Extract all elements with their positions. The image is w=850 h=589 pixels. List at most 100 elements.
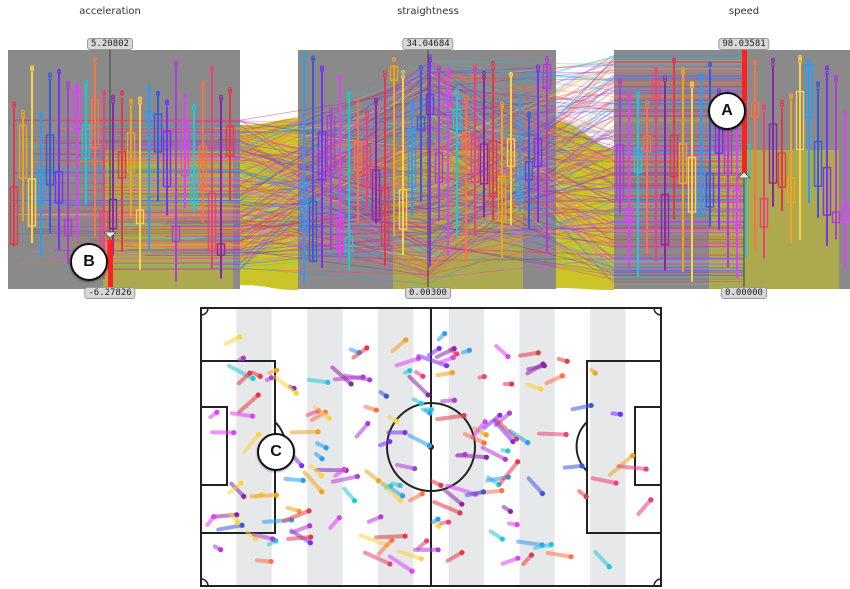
boxplot-box — [344, 236, 354, 253]
player-position-dot — [462, 451, 468, 458]
player-trajectory — [354, 421, 370, 439]
player-trajectory — [226, 363, 256, 381]
outlier-dot — [672, 60, 676, 65]
player-trajectory — [411, 397, 424, 406]
player-position-dot — [319, 489, 325, 495]
boxplot-box — [153, 113, 163, 153]
player-position-dot — [293, 390, 300, 396]
player-position-dot — [443, 363, 450, 369]
player-trajectory — [414, 370, 425, 379]
player-position-dot — [259, 492, 265, 498]
outlier-dot — [111, 95, 115, 100]
outlier-dot — [210, 67, 214, 72]
player-position-dot — [506, 410, 513, 416]
player-position-dot — [373, 407, 379, 413]
outlier-dot — [437, 66, 441, 71]
parallel-coordinates-plot[interactable] — [0, 0, 850, 300]
player-position-dot — [249, 413, 256, 419]
player-trajectory — [289, 429, 320, 435]
player-trajectory — [384, 484, 393, 491]
outlier-dot — [356, 102, 360, 106]
outlier-dot — [201, 83, 205, 88]
player-trajectory — [330, 365, 354, 386]
boxplot-box — [371, 169, 381, 221]
player-position-dot — [629, 452, 636, 459]
player-position-dot — [308, 534, 314, 540]
pitch-stripe — [377, 308, 414, 586]
player-position-dot — [407, 368, 413, 374]
player-position-dot — [539, 490, 546, 497]
player-trajectory — [387, 554, 414, 574]
outlier-dot — [834, 77, 838, 82]
outlier-dot — [147, 84, 151, 89]
player-trajectory — [253, 492, 264, 499]
outlier-dot — [165, 99, 169, 104]
boxplot-box — [407, 128, 417, 189]
corner-arc — [200, 578, 209, 587]
player-trajectory — [432, 500, 462, 515]
boxplot-box — [326, 115, 336, 171]
outlier-dot — [771, 58, 775, 63]
player-position-dot — [315, 429, 321, 435]
player-position-dot — [238, 480, 244, 486]
boxplot-box — [804, 64, 814, 119]
outlier-dot — [455, 88, 459, 92]
outlier-dot — [500, 103, 504, 108]
player-position-dot — [270, 536, 276, 542]
outlier-dot — [401, 70, 405, 74]
boxplot-box — [216, 243, 226, 256]
player-position-dot — [445, 519, 452, 525]
player-trajectory — [210, 512, 239, 519]
outlier-dot — [536, 64, 540, 69]
boxplot-box — [126, 131, 136, 173]
player-position-dot — [459, 501, 465, 507]
player-position-dot — [436, 345, 442, 352]
player-position-dot — [237, 334, 243, 340]
player-position-dot — [397, 482, 403, 489]
player-trajectory — [374, 534, 408, 540]
outlier-dot — [527, 112, 531, 116]
player-position-dot — [428, 406, 434, 413]
player-trajectory — [212, 544, 223, 552]
player-position-dot — [393, 418, 400, 424]
outlier-dot — [12, 102, 16, 106]
player-position-dot — [402, 533, 408, 539]
outlier-dot — [825, 67, 829, 72]
outlier-dot — [356, 97, 360, 102]
axis-title-acceleration: acceleration — [79, 6, 141, 17]
outlier-dot — [762, 106, 766, 111]
outlier-dot — [219, 97, 223, 102]
boxplot-box — [524, 161, 534, 181]
player-position-dot — [234, 512, 240, 518]
outlier-dot — [320, 66, 324, 71]
player-position-dot — [466, 347, 473, 353]
player-position-dot — [322, 409, 328, 415]
player-trajectory — [443, 488, 464, 507]
player-trajectory — [636, 497, 653, 517]
outlier-dot — [789, 95, 793, 100]
outlier-dot — [527, 113, 531, 118]
boxplot-box — [506, 138, 516, 167]
boxplot-box — [732, 189, 742, 226]
outlier-dot — [410, 98, 414, 103]
pitch-stripe — [519, 308, 555, 586]
player-position-dot — [241, 493, 247, 499]
outlier-dot — [57, 69, 61, 74]
player-position-dot — [643, 466, 649, 472]
outlier-dot — [681, 71, 685, 76]
outlier-dot — [311, 56, 315, 61]
boxplot-box — [90, 98, 100, 149]
player-trajectory — [229, 411, 255, 419]
player-trajectory — [267, 368, 279, 375]
player-position-dot — [418, 401, 424, 407]
outlier-dot — [410, 103, 414, 107]
player-trajectory — [493, 411, 512, 428]
player-position-dot — [343, 467, 349, 473]
outlier-dot — [383, 73, 387, 78]
outlier-dot — [320, 64, 324, 69]
pitch-stripe — [307, 308, 343, 586]
player-trajectory — [476, 488, 504, 496]
player-position-dot — [211, 514, 217, 520]
outlier-dot — [780, 99, 784, 104]
outlier-dot — [690, 81, 694, 86]
